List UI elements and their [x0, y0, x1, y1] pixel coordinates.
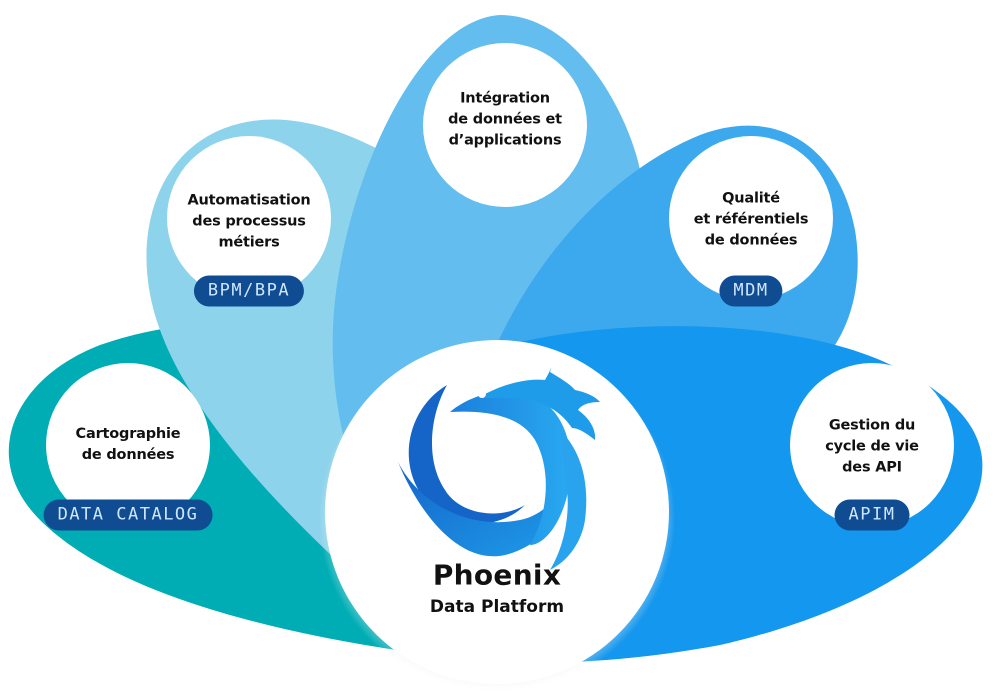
label-line: Intégration [460, 90, 550, 107]
platform-title: Phoenix [432, 558, 562, 592]
label-mdm: Qualité et référentiels de données [694, 189, 809, 252]
label-line: de données [81, 447, 175, 463]
circle-mdm [669, 136, 833, 300]
badge-apim: APIM [834, 499, 910, 531]
label-line: de données et [448, 111, 562, 128]
label-line: de données [704, 232, 798, 249]
label-line: d’applications [448, 132, 562, 149]
label-line: métiers [218, 234, 280, 251]
platform-subtitle: Data Platform [429, 597, 565, 617]
circle-integration [423, 43, 587, 207]
label-apim: Gestion du cycle de vie des API [825, 416, 919, 479]
label-line: Automatisation [187, 192, 311, 209]
badge-bpm-bpa: BPM/BPA [193, 275, 305, 307]
badge-mdm: MDM [719, 275, 783, 307]
label-bpm-bpa: Automatisation des processus métiers [187, 191, 310, 254]
phoenix-bird-icon [398, 367, 600, 570]
badge-data-catalog: DATA CATALOG [43, 499, 213, 531]
label-line: Cartographie [75, 426, 181, 442]
label-line: des processus [192, 213, 306, 230]
label-line: cycle de vie [825, 438, 919, 455]
label-line: et référentiels [693, 211, 809, 228]
label-line: Qualité [722, 190, 780, 207]
circle-data-catalog [46, 363, 210, 527]
circle-bpm-bpa [167, 136, 331, 300]
label-data-catalog: Cartographie de données [76, 424, 181, 466]
label-line: des API [842, 459, 902, 476]
label-integration: Intégration de données et d’applications [448, 89, 562, 152]
circle-apim [790, 363, 954, 527]
label-line: Gestion du [828, 417, 916, 434]
